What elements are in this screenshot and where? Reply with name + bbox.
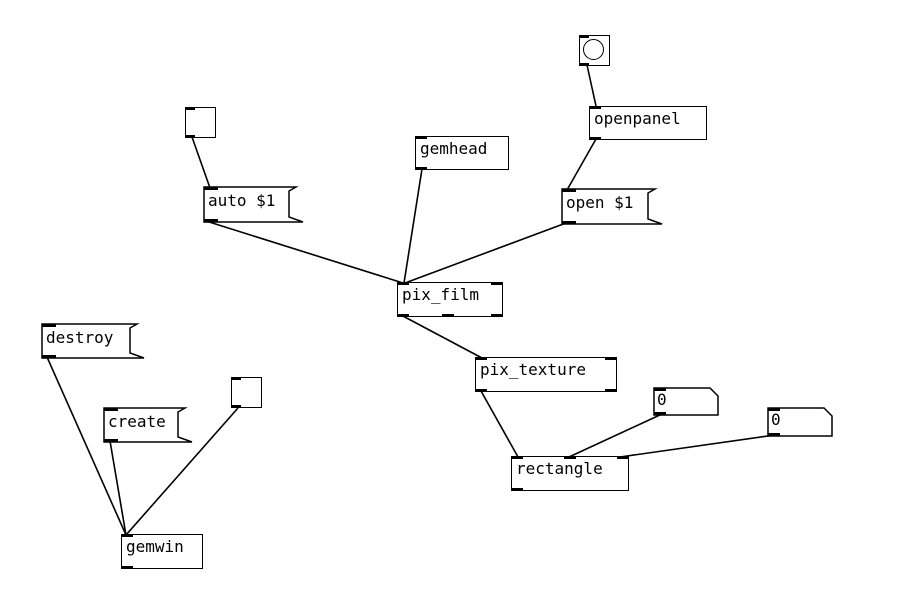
object-pix-film[interactable]: pix_film	[397, 282, 503, 317]
cord-num1-rectangle	[568, 413, 663, 458]
message-auto[interactable]: auto $1	[204, 187, 303, 222]
message-destroy[interactable]: destroy	[42, 324, 144, 358]
message-create-label: create	[108, 412, 166, 431]
cord-auto-pixfilm	[205, 220, 404, 284]
cord-toggle2-gemwin	[125, 407, 239, 536]
bang-button[interactable]	[579, 35, 610, 66]
object-pix-texture-label: pix_texture	[480, 360, 586, 379]
message-open-label: open $1	[566, 193, 634, 212]
cord-gemhead-pixfilm	[403, 168, 423, 284]
message-create[interactable]: create	[104, 408, 192, 442]
object-rectangle[interactable]: rectangle	[511, 456, 629, 491]
object-gemhead-label: gemhead	[420, 139, 488, 158]
cord-pixfilm-pixtexture	[400, 314, 483, 359]
cord-create-gemwin	[109, 440, 127, 536]
cord-pixtexture-rectangle	[480, 390, 519, 458]
number-box-1-value: 0	[657, 390, 667, 409]
message-auto-label: auto $1	[208, 191, 276, 210]
object-pix-film-label: pix_film	[402, 285, 480, 304]
cord-toggle-auto	[191, 136, 211, 189]
object-openpanel-label: openpanel	[594, 109, 681, 128]
message-open[interactable]: open $1	[562, 189, 662, 224]
bang-circle-icon	[583, 39, 604, 60]
cord-num2-rectangle	[619, 434, 776, 458]
object-rectangle-label: rectangle	[516, 459, 603, 478]
message-destroy-label: destroy	[46, 328, 114, 347]
number-box-1[interactable]: 0	[654, 388, 718, 415]
cord-open-pixfilm	[404, 222, 567, 284]
object-gemwin-label: gemwin	[126, 537, 184, 556]
number-box-2[interactable]: 0	[768, 408, 832, 436]
toggle-auto[interactable]	[185, 107, 216, 138]
object-openpanel[interactable]: openpanel	[589, 106, 707, 140]
number-2-shape	[767, 407, 833, 437]
number-box-2-value: 0	[771, 410, 781, 429]
object-gemhead[interactable]: gemhead	[415, 136, 509, 170]
toggle-gemwin[interactable]	[231, 377, 262, 408]
object-pix-texture[interactable]: pix_texture	[475, 357, 617, 392]
object-gemwin[interactable]: gemwin	[121, 534, 203, 569]
number-1-shape	[653, 387, 719, 416]
cord-bang-openpanel	[586, 64, 597, 107]
cord-destroy-gemwin	[46, 356, 127, 536]
cord-openpanel-open	[566, 138, 597, 191]
